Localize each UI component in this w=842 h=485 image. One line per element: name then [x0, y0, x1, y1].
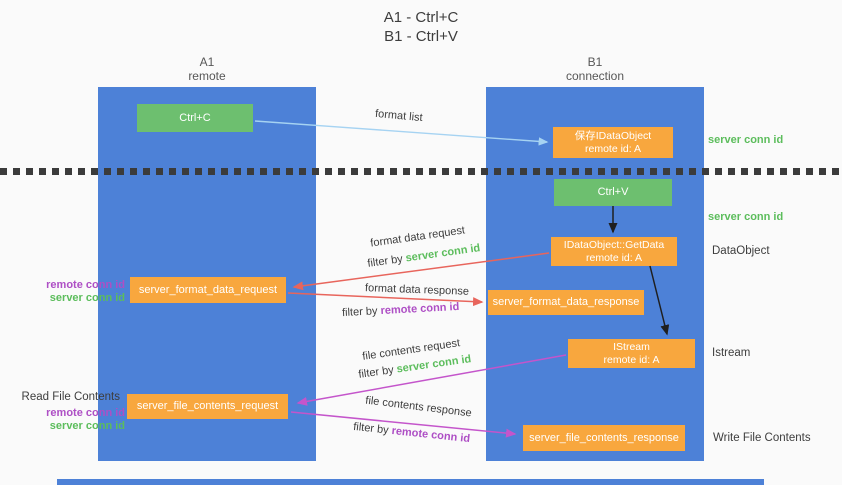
node-server-file-contents-request-label: server_file_contents_request — [136, 400, 279, 412]
left-ids-file: remote conn id server conn id — [0, 407, 125, 433]
node-getdata-line1: IDataObject::GetData — [563, 238, 665, 251]
left-ids-format: remote conn id server conn id — [0, 279, 125, 305]
side-label-read-file-contents: Read File Contents — [21, 391, 120, 403]
side-label-write-file-contents: Write File Contents — [713, 432, 811, 444]
filter-by-prefix: filter by — [357, 363, 398, 381]
filter-by-prefix: filter by — [366, 252, 407, 270]
node-server-file-contents-response-label: server_file_contents_response — [529, 431, 679, 444]
lane-header-connection: B1 connection — [486, 55, 704, 83]
side-label-istream: Istream — [712, 347, 751, 359]
label-file-contents-response: file contents response — [364, 394, 473, 420]
node-save-idataobject-line2: remote id: A — [584, 142, 642, 155]
node-server-format-data-request-label: server_format_data_request — [138, 283, 278, 296]
remote-conn-id-key: remote conn id — [390, 424, 471, 446]
server-conn-id-label: server conn id — [49, 420, 125, 432]
node-getdata: IDataObject::GetData remote id: A — [551, 237, 677, 266]
remote-conn-id-label: remote conn id — [46, 279, 125, 291]
separator-dotted-line — [0, 168, 842, 175]
side-label-server-conn-id-top: server conn id — [708, 134, 784, 146]
lane-header-remote-subtitle: remote — [188, 69, 226, 83]
bottom-edge-bar — [57, 479, 764, 485]
node-istream: IStream remote id: A — [568, 339, 695, 368]
label-filter-by-remote-conn-1: filter by remote conn id — [342, 301, 460, 319]
label-format-data-response: format data response — [364, 282, 470, 298]
node-getdata-line2: remote id: A — [585, 251, 643, 264]
node-save-idataobject: 保存IDataObject remote id: A — [553, 127, 673, 158]
node-ctrl-c-label: Ctrl+C — [179, 111, 211, 124]
node-ctrl-c: Ctrl+C — [137, 104, 253, 132]
filter-by-prefix: filter by — [341, 305, 381, 320]
node-save-idataobject-line1: 保存IDataObject — [574, 129, 652, 142]
lane-header-connection-subtitle: connection — [565, 69, 625, 83]
node-server-format-data-request: server_format_data_request — [130, 277, 286, 303]
lane-header-remote: A1 remote — [98, 55, 316, 83]
node-istream-line1: IStream — [613, 340, 650, 353]
remote-conn-id-label: remote conn id — [46, 407, 125, 419]
diagram-title: A1 - Ctrl+C B1 - Ctrl+V — [0, 8, 842, 46]
side-label-server-conn-id-mid: server conn id — [708, 211, 784, 223]
label-filter-by-remote-conn-2: filter by remote conn id — [353, 421, 471, 445]
lane-header-connection-title: B1 — [587, 55, 603, 69]
server-conn-id-key: server conn id — [404, 242, 482, 265]
node-istream-line2: remote id: A — [603, 353, 660, 366]
diagram-title-line1: A1 - Ctrl+C — [383, 9, 459, 26]
diagram-title-line2: B1 - Ctrl+V — [384, 28, 458, 45]
lane-header-remote-title: A1 — [199, 55, 215, 69]
node-server-format-data-response: server_format_data_response — [488, 290, 644, 315]
filter-by-prefix: filter by — [352, 420, 393, 437]
node-ctrl-v-label: Ctrl+V — [597, 186, 629, 198]
node-server-file-contents-request: server_file_contents_request — [127, 394, 288, 419]
node-ctrl-v: Ctrl+V — [554, 179, 672, 206]
server-conn-id-label: server conn id — [49, 292, 125, 304]
node-server-file-contents-response: server_file_contents_response — [523, 425, 685, 451]
remote-conn-id-key: remote conn id — [380, 300, 460, 318]
label-format-list: format list — [374, 107, 424, 125]
side-label-dataobject: DataObject — [712, 245, 770, 257]
node-server-format-data-response-label: server_format_data_response — [492, 296, 640, 308]
